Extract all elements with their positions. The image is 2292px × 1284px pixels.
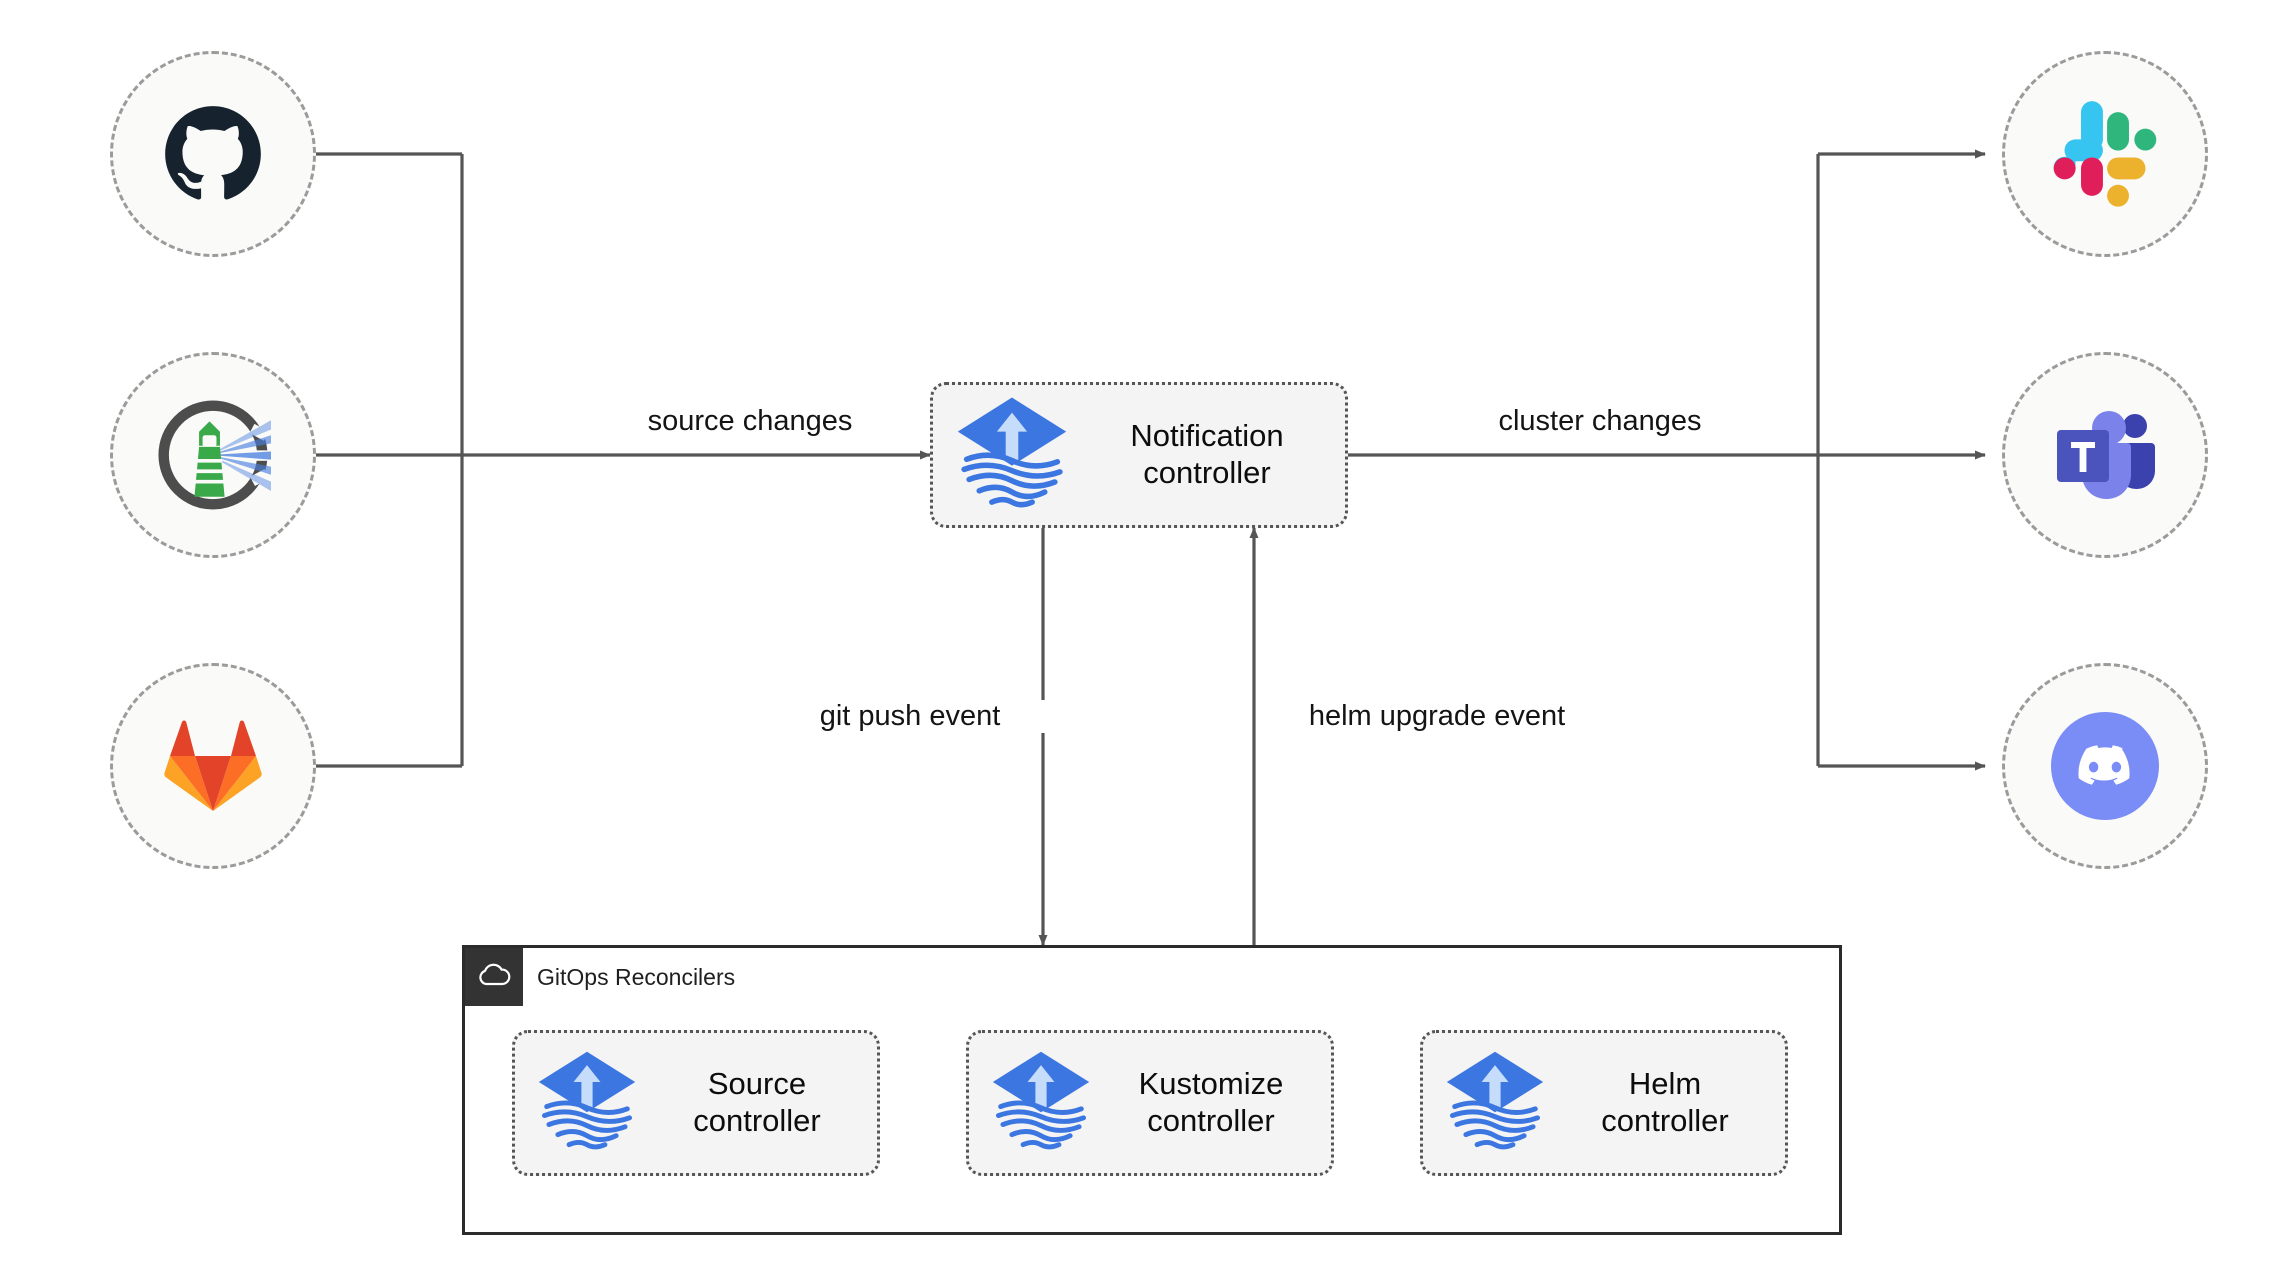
source-node-github[interactable] [110, 51, 316, 257]
helm-controller-label: Helm controller [1601, 1066, 1729, 1138]
flux-controller-icon [933, 390, 1075, 521]
edge-label-cluster-changes: cluster changes [1425, 405, 1775, 438]
edge-label-git-push-event: git push event [775, 700, 1045, 733]
source-controller-label: Source controller [693, 1066, 821, 1138]
source-controller-box[interactable]: Source controller [512, 1030, 880, 1176]
microsoft-teams-icon [2049, 405, 2161, 505]
kustomize-controller-label: Kustomize controller [1138, 1066, 1284, 1138]
target-node-discord[interactable] [2002, 663, 2208, 869]
github-icon [161, 102, 265, 206]
flux-controller-icon [515, 1045, 643, 1162]
flux-controller-icon [969, 1045, 1097, 1162]
edge-label-source-changes: source changes [575, 405, 925, 438]
group-tab [465, 948, 523, 1006]
target-node-slack[interactable] [2002, 51, 2208, 257]
flux-lighthouse-icon [155, 397, 271, 513]
kustomize-controller-box[interactable]: Kustomize controller [966, 1030, 1334, 1176]
target-node-teams[interactable] [2002, 352, 2208, 558]
cloud-icon [476, 962, 512, 993]
source-node-gitlab[interactable] [110, 663, 316, 869]
source-node-flux[interactable] [110, 352, 316, 558]
helm-controller-box[interactable]: Helm controller [1420, 1030, 1788, 1176]
notification-controller-label: Notification controller [1130, 418, 1284, 490]
notification-controller-box[interactable]: Notification controller [930, 382, 1348, 528]
discord-icon [2043, 704, 2167, 828]
group-title: GitOps Reconcilers [537, 963, 736, 990]
gitlab-icon [163, 719, 263, 813]
slack-icon [2052, 101, 2158, 207]
flux-controller-icon [1423, 1045, 1551, 1162]
edge-label-helm-upgrade-event: helm upgrade event [1272, 700, 1602, 733]
